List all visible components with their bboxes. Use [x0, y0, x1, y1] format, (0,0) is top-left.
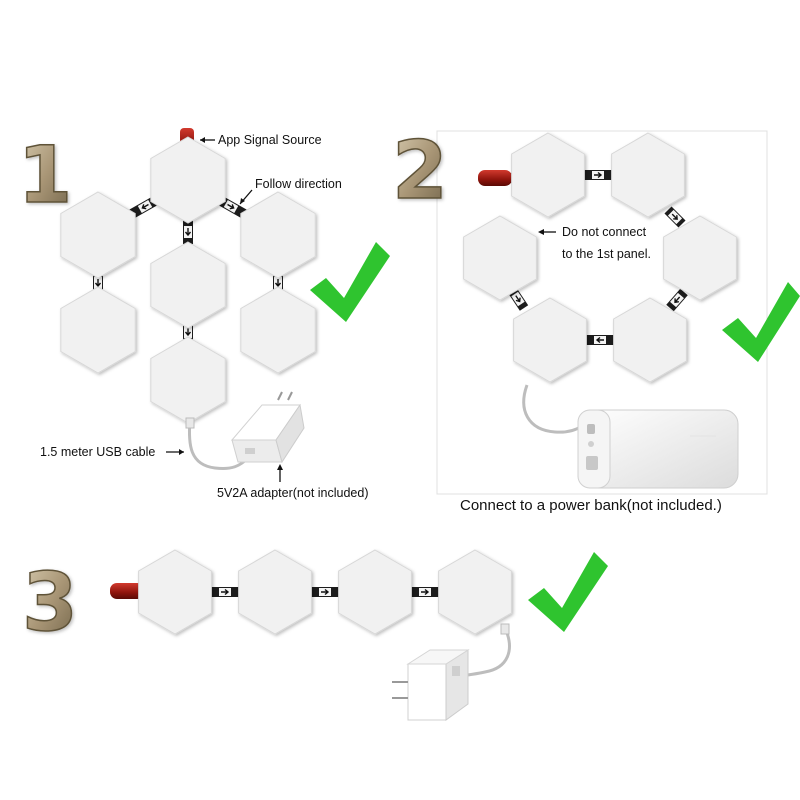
- checkmark-icon: [528, 552, 608, 632]
- step-number: 3: [22, 556, 78, 649]
- follow-direction-label: Follow direction: [255, 177, 342, 191]
- checkmark-icon: [310, 242, 390, 322]
- hex-light-panel: [60, 191, 136, 279]
- hex-light-panel: [60, 286, 136, 374]
- signal-source-icon: [110, 583, 144, 599]
- hex-light-panel: [238, 549, 312, 635]
- checkmark-icon: [722, 282, 800, 362]
- step-frame: [436, 130, 768, 495]
- arrow-connector-icon: [183, 220, 193, 244]
- hex-light-panel: [338, 549, 412, 635]
- panel-group: [138, 549, 512, 635]
- step-3: 3: [21, 549, 608, 721]
- hex-light-panel: [438, 549, 512, 635]
- hex-light-panel: [150, 241, 226, 329]
- hex-light-panel: [513, 297, 587, 383]
- usb-adapter-icon: [392, 649, 470, 721]
- hex-light-panel: [611, 132, 685, 218]
- hex-light-panel: [613, 297, 687, 383]
- panel-connectors: [505, 170, 688, 345]
- panel-connectors: [208, 587, 442, 597]
- usb-cable: [187, 419, 250, 470]
- hex-light-panel: [240, 191, 316, 279]
- arrow-connector-icon: [308, 587, 342, 597]
- do-not-connect-label: Do not connect: [562, 225, 647, 239]
- signal-source-label: App Signal Source: [218, 133, 322, 147]
- arrow-connector-icon: [507, 287, 529, 311]
- arrow-connector-icon: [666, 288, 688, 312]
- arrow-connector-icon: [586, 335, 614, 345]
- arrow-connector-icon: [408, 587, 442, 597]
- hex-light-panel: [663, 215, 737, 301]
- arrow-connector-icon: [208, 587, 242, 597]
- do-not-connect-label-line2: to the 1st panel.: [562, 247, 651, 261]
- hex-light-panel: [150, 336, 226, 424]
- step-number: 1: [18, 131, 72, 221]
- arrow-connector-icon: [664, 206, 686, 228]
- arrow-connector-icon: [584, 170, 612, 180]
- usb-cable-label: 1.5 meter USB cable: [40, 445, 155, 459]
- usb-cable: [522, 384, 583, 434]
- hex-light-panel: [138, 549, 212, 635]
- usb-adapter-icon: [230, 391, 305, 464]
- step-1: 1 App Signal Source Follow direction 1.5…: [17, 128, 390, 500]
- hex-light-panel: [463, 215, 537, 301]
- step-number: 2: [392, 124, 448, 217]
- power-bank-icon: [577, 409, 739, 489]
- step-2: 2 Do not connect to the 1st panel. Conne…: [391, 123, 800, 514]
- hex-light-panel: [150, 136, 226, 224]
- power-bank-label: Connect to a power bank(not included.): [460, 497, 722, 514]
- hex-light-panel: [511, 132, 585, 218]
- panel-group: [463, 132, 737, 383]
- adapter-label: 5V2A adapter(not included): [217, 486, 369, 500]
- signal-source-icon: [478, 170, 512, 186]
- hex-light-panel: [240, 286, 316, 374]
- panel-group: [60, 136, 316, 424]
